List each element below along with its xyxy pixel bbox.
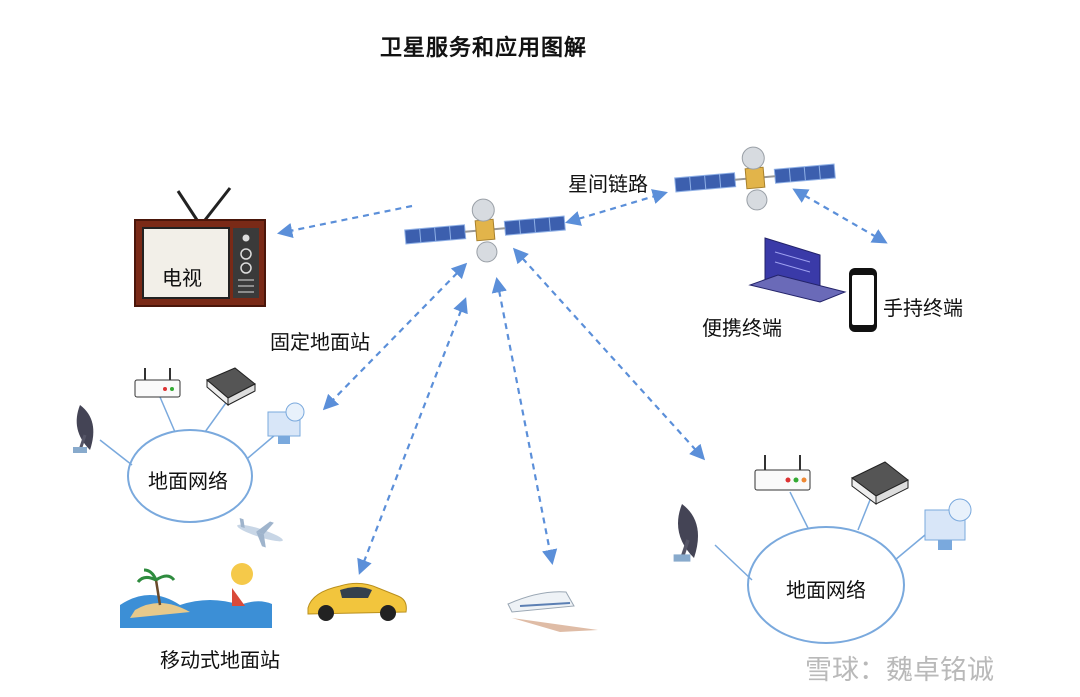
ground-network-left-ellipse	[127, 429, 253, 523]
dish-antenna-icon	[73, 405, 94, 453]
server-icon	[851, 461, 909, 505]
monitor-icon	[924, 498, 972, 550]
dish-antenna-icon	[673, 504, 698, 562]
ground-network-right-ellipse	[747, 526, 905, 644]
arrow-sat-to-tv	[276, 204, 413, 239]
satellite-icon	[671, 139, 839, 218]
arrow-sat2-to-handheld	[792, 188, 888, 244]
arrow-sat-to-car	[357, 297, 468, 575]
label-mobile-ground-station: 移动式地面站	[160, 648, 280, 672]
label-ground-network-right: 地面网络	[786, 578, 866, 602]
beach-island-icon	[120, 563, 272, 628]
arrow-sat-to-train	[491, 276, 558, 566]
server-icon	[206, 367, 256, 407]
train-icon	[507, 591, 598, 632]
label-tv: 电视	[162, 266, 202, 290]
monitor-icon	[267, 402, 305, 444]
car-icon	[307, 582, 407, 621]
label-fixed-ground-station: 固定地面站	[270, 330, 370, 354]
router-icon	[754, 455, 811, 491]
router-icon	[134, 368, 181, 398]
page-title: 卫星服务和应用图解	[380, 36, 588, 61]
laptop-icon	[748, 237, 847, 303]
link-arrows	[276, 188, 888, 575]
watermark: 雪球：魏卓铭诚	[805, 655, 994, 686]
label-ground-network-left: 地面网络	[148, 469, 228, 493]
arrow-inter-satellite-link	[565, 189, 668, 226]
label-inter-satellite-link: 星间链路	[568, 172, 648, 196]
arrow-sat-to-right-network	[512, 247, 706, 461]
phone-icon	[849, 268, 877, 332]
label-handheld-terminal: 手持终端	[883, 296, 963, 320]
label-portable-terminal: 便携终端	[702, 316, 782, 340]
network-links-left	[99, 396, 276, 466]
tv-icon	[134, 187, 266, 307]
airplane-icon	[237, 517, 283, 548]
network-links-right	[714, 491, 926, 581]
satellite-icon	[401, 191, 569, 270]
